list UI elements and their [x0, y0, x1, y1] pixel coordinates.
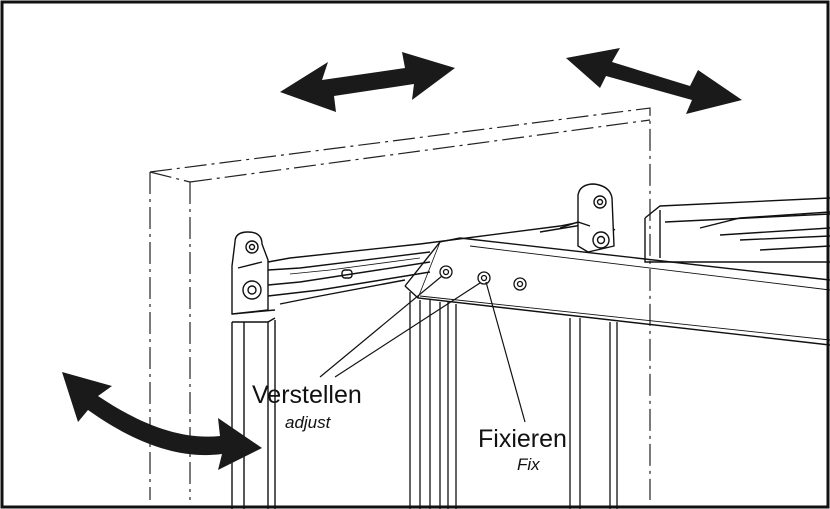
frame-profiles	[409, 292, 618, 509]
adjust-rail	[267, 219, 616, 305]
frame-crossbar	[404, 237, 830, 346]
double-arrow-horizontal-icon	[280, 52, 455, 112]
screw-heads	[439, 265, 527, 291]
screw-head-icon	[513, 277, 527, 291]
appliance-top	[644, 197, 830, 263]
label-adjust-en: adjust	[285, 413, 332, 432]
left-post	[231, 309, 276, 509]
double-arrow-curved-icon	[62, 372, 262, 470]
label-adjust-de: Verstellen	[252, 381, 362, 409]
screw-head-icon	[477, 271, 491, 285]
label-fix-de: Fixieren	[478, 425, 567, 453]
label-fix-en: Fix	[517, 455, 540, 474]
double-arrow-horizontal-icon	[566, 48, 742, 114]
left-bracket	[231, 231, 269, 315]
leader-lines	[319, 275, 526, 423]
screw-head-icon	[439, 265, 453, 279]
right-bracket	[559, 183, 615, 253]
